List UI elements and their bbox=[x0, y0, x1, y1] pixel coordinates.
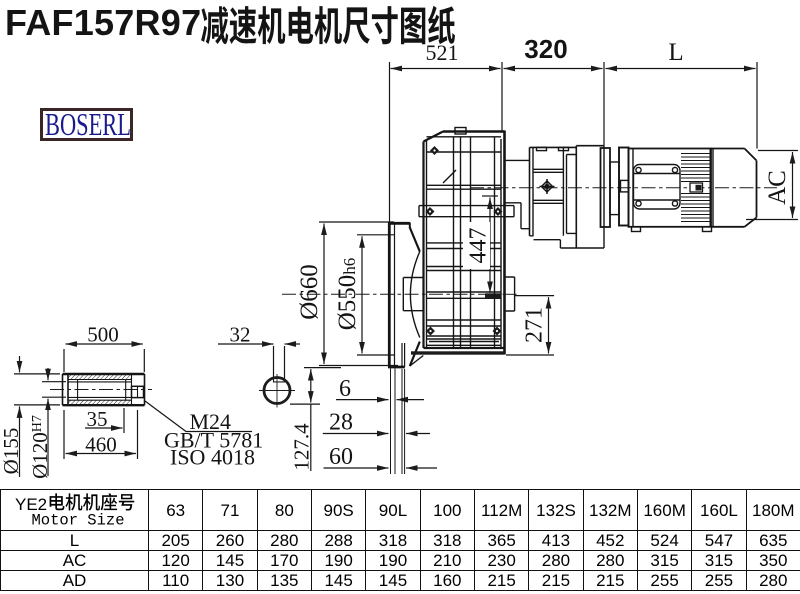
svg-text:500: 500 bbox=[87, 323, 119, 347]
svg-text:6: 6 bbox=[339, 376, 351, 402]
svg-text:ISO 4018: ISO 4018 bbox=[170, 445, 255, 470]
svg-text:32: 32 bbox=[230, 323, 251, 347]
svg-text:Ø660: Ø660 bbox=[296, 264, 323, 320]
svg-text:447: 447 bbox=[466, 228, 492, 264]
svg-text:28: 28 bbox=[329, 410, 353, 436]
svg-text:FAF157R97: FAF157R97 bbox=[5, 2, 201, 43]
svg-text:Ø550h6: Ø550h6 bbox=[334, 258, 361, 331]
svg-text:271: 271 bbox=[522, 307, 548, 343]
svg-text:M24: M24 bbox=[190, 409, 232, 434]
svg-text:460: 460 bbox=[85, 433, 117, 457]
svg-text:60: 60 bbox=[329, 444, 353, 470]
svg-text:Ø155: Ø155 bbox=[0, 428, 23, 475]
svg-text:L: L bbox=[668, 39, 683, 66]
svg-text:GB/T 5781: GB/T 5781 bbox=[164, 428, 263, 453]
svg-text:521: 521 bbox=[426, 40, 459, 65]
svg-text:AC: AC bbox=[764, 170, 791, 205]
svg-text:35: 35 bbox=[87, 407, 108, 431]
svg-text:320: 320 bbox=[524, 34, 567, 64]
svg-text:127.4: 127.4 bbox=[290, 423, 314, 471]
